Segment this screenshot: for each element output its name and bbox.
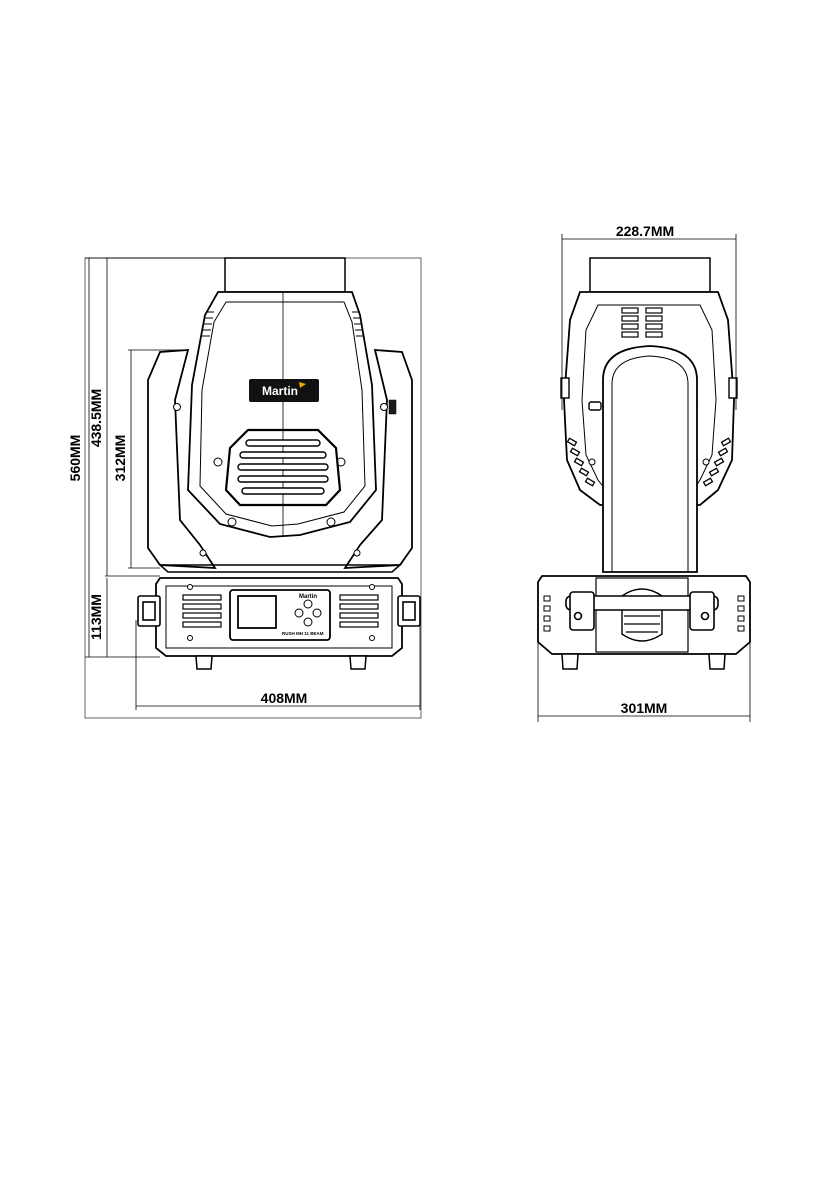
front-head-body <box>188 292 376 537</box>
side-base-feet <box>562 654 725 669</box>
dim-side-head-width: 228.7MM <box>616 223 674 239</box>
dim-side-width: 301MM <box>621 700 668 716</box>
front-view: Martin Ma <box>67 258 421 718</box>
dim-head-height: 438.5MM <box>88 389 104 447</box>
side-view: 228.7MM 301MM <box>538 223 750 722</box>
dim-base-height: 113MM <box>88 594 104 640</box>
control-panel-display <box>238 596 276 628</box>
martin-logo: Martin <box>249 379 319 402</box>
base-logo-text: Martin <box>299 594 317 600</box>
dim-front-width: 408MM <box>261 690 308 706</box>
dim-yoke-height: 312MM <box>112 435 128 482</box>
dim-overall-height: 560MM <box>67 435 83 482</box>
side-head-top-cap <box>590 258 710 292</box>
side-yoke-arm <box>603 346 697 572</box>
model-label: RUSH MH 11 BEAM <box>282 631 324 636</box>
front-base-feet <box>196 656 366 669</box>
front-head-top-cap <box>225 258 345 292</box>
martin-logo-text: Martin <box>262 384 298 398</box>
front-yoke-right-tag <box>389 400 396 414</box>
